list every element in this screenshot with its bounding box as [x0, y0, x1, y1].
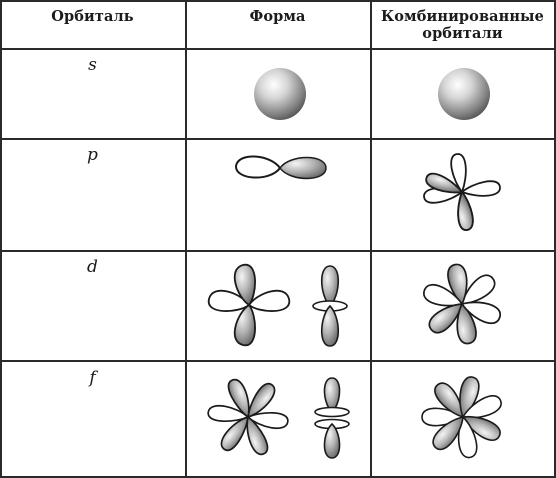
- s-combined-sphere-icon: [438, 68, 490, 120]
- row-divider: [0, 360, 556, 362]
- column-divider: [185, 0, 187, 478]
- f-orbital-lobes-icon: [207, 379, 289, 455]
- p-orbital-dumbbell-icon: [234, 155, 327, 180]
- d-orbital-z2-ring-icon: [312, 265, 348, 347]
- header-orbital: Орбиталь: [51, 8, 134, 25]
- orbital-label-s: s: [88, 55, 97, 75]
- orbital-label-d: d: [87, 257, 98, 277]
- header-combined-line1: Комбинированные: [380, 8, 545, 25]
- row-divider: [0, 138, 556, 140]
- header-shape: Форма: [249, 8, 306, 25]
- d-combined-sphere-icon: [423, 263, 501, 345]
- f-orbital-double-ring-icon: [314, 377, 350, 459]
- table-border-right: [554, 0, 556, 478]
- s-orbital-sphere-icon: [254, 68, 306, 120]
- p-combined-flower-icon: [423, 153, 501, 231]
- header-combined-line2: орбитали: [422, 25, 503, 42]
- column-divider: [370, 0, 372, 478]
- header-divider: [0, 48, 556, 50]
- table-border-top: [0, 0, 556, 2]
- f-combined-sphere-icon: [421, 376, 502, 459]
- orbital-label-p: p: [87, 145, 98, 165]
- table-border-bottom: [0, 476, 556, 478]
- row-divider: [0, 250, 556, 252]
- d-orbital-cloverleaf-icon: [208, 264, 290, 346]
- orbital-label-f: f: [89, 368, 96, 388]
- table-border-left: [0, 0, 2, 478]
- header-combined: Комбинированные орбитали: [370, 8, 555, 42]
